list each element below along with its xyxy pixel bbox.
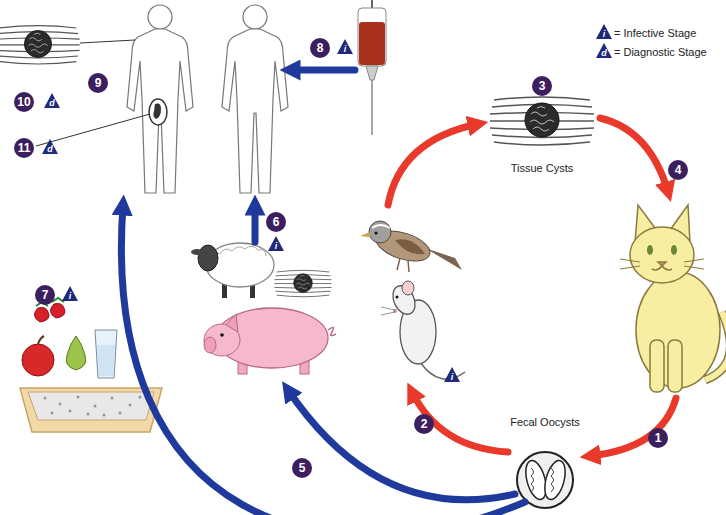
mouse	[381, 281, 465, 379]
callout-number: 2	[421, 418, 428, 430]
stage-triangle	[62, 286, 78, 301]
cycle-arrow	[388, 124, 478, 205]
callout-circle	[310, 38, 330, 58]
sheep	[191, 243, 274, 298]
stage-triangle	[44, 93, 60, 108]
blood-transfusion-bag	[358, 0, 386, 135]
stage-triangle	[596, 24, 612, 39]
transmission-arrow	[252, 205, 259, 242]
callout-circle	[648, 428, 668, 448]
transmission-arrow	[288, 390, 515, 500]
transmission-arrow	[290, 67, 355, 74]
cycle-arrow	[600, 118, 668, 192]
fetus	[149, 99, 167, 125]
callout-circle	[35, 285, 55, 305]
callout-circle	[414, 414, 434, 434]
food-water-litter	[20, 298, 162, 432]
stage-letter: d	[601, 49, 607, 58]
human-figure	[222, 5, 288, 193]
tissue-cyst	[0, 26, 80, 64]
stage-triangle	[337, 39, 353, 54]
stage-label: Fecal Oocysts	[510, 417, 580, 428]
stage-triangle	[42, 139, 58, 154]
callout-number: 5	[299, 462, 306, 474]
cycle-arrow	[590, 398, 676, 456]
stage-triangle	[444, 367, 460, 382]
transmission-arrow	[121, 205, 525, 515]
bird	[360, 221, 462, 272]
callout-circle	[88, 73, 108, 93]
tissue-cyst	[274, 270, 331, 296]
pig	[204, 308, 336, 374]
stage-triangle	[268, 236, 284, 251]
callout-circle	[14, 92, 34, 112]
leader-line	[80, 40, 135, 43]
human-figure	[127, 5, 193, 193]
tissue-cyst	[490, 97, 594, 145]
stage-letter: i	[344, 45, 347, 54]
callout-number: 1	[655, 432, 662, 444]
callout-circle	[266, 212, 286, 232]
callout-number: 3	[539, 80, 546, 92]
callout-circle	[292, 458, 312, 478]
callout-circle	[532, 76, 552, 96]
callout-number: 7	[42, 289, 49, 301]
callout-number: 10	[17, 96, 30, 108]
legend-text: = Diagnostic Stage	[614, 47, 707, 58]
cat	[620, 205, 726, 392]
blue-transmission-arrows	[121, 70, 525, 515]
callout-number: 6	[273, 216, 280, 228]
leader-line	[36, 114, 150, 146]
stage-letter: i	[451, 373, 454, 382]
stage-letter: d	[47, 145, 53, 154]
callout-number: 8	[317, 42, 324, 54]
cycle-arrow	[412, 392, 508, 452]
stage-letter: i	[69, 292, 72, 301]
stage-label: Tissue Cysts	[511, 163, 574, 174]
legend-text: = Infective Stage	[614, 28, 696, 39]
callout-number: 9	[95, 77, 102, 89]
stage-letter: i	[603, 30, 606, 39]
callout-circle	[14, 138, 34, 158]
stage-letter: d	[49, 99, 55, 108]
red-cycle-arrows	[388, 118, 676, 456]
callout-number: 11	[18, 142, 31, 154]
callout-circle	[668, 160, 688, 180]
stage-letter: i	[275, 242, 278, 251]
callout-number: 4	[675, 164, 682, 176]
stage-triangle	[596, 43, 612, 58]
